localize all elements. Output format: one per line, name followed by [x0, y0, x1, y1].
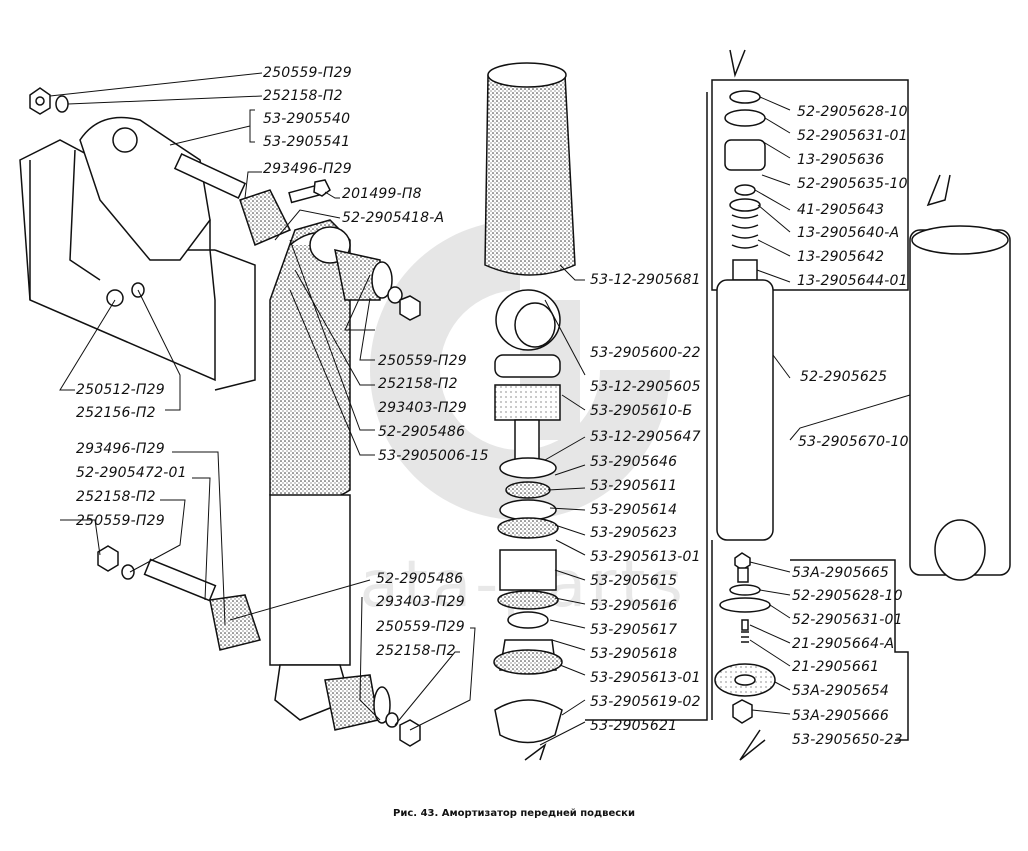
label-top-628: 52-2905628-10: [797, 104, 908, 120]
label-center-cushion: 293403-П29: [378, 400, 467, 416]
label-rod-610: 53-2905610-Б: [590, 403, 693, 419]
label-rod-618: 53-2905618: [590, 646, 678, 662]
upper-bracket: [69, 116, 211, 281]
label-valve-assembly: 53-2905650-23: [792, 732, 903, 748]
upper-nut: [29, 87, 69, 115]
label-lower-sleeve: 52-2905486: [376, 571, 464, 587]
label-shock-assembly: 53-2905006-15: [378, 448, 489, 464]
label-reservoir: 53-2905670-10: [798, 434, 909, 450]
lower-pin-left: [97, 545, 261, 651]
label-top-635: 52-2905635-10: [797, 176, 908, 192]
label-valve-631: 52-2905631-01: [792, 612, 903, 628]
label-valve-654: 53А-2905654: [792, 683, 889, 699]
label-top-644: 13-2905644-01: [797, 273, 908, 289]
label-center-sleeve: 52-2905486: [378, 424, 466, 440]
cylinder-assembly: [711, 79, 909, 541]
label-center-nut: 250559-П29: [378, 353, 467, 369]
dust-cover: [484, 62, 576, 276]
label-bracket-540: 53-2905540: [263, 111, 351, 127]
label-rod-613-a: 53-2905613-01: [590, 549, 701, 565]
label-rod-613-b: 53-2905613-01: [590, 670, 701, 686]
label-rod-623: 53-2905623: [590, 525, 678, 541]
label-rod-617: 53-2905617: [590, 622, 678, 638]
label-rod-assembly: 53-2905600-22: [590, 345, 701, 361]
figure-caption: Рис. 43. Амортизатор передней подвески: [393, 808, 635, 819]
label-lower-washer: 252158-П2: [76, 489, 156, 505]
label-lower-right-washer: 252158-П2: [376, 643, 456, 659]
lower-bushing-right: [324, 674, 421, 747]
label-top-640: 13-2905640-А: [797, 225, 900, 241]
bolt-201499: [288, 179, 331, 204]
label-rod-646: 53-2905646: [590, 454, 678, 470]
label-top-631: 52-2905631-01: [797, 128, 908, 144]
label-rod-647: 53-12-2905647: [590, 429, 701, 445]
compression-valve: [711, 540, 909, 741]
label-lower-nut: 250559-П29: [76, 513, 165, 529]
label-lower-pin: 293496-П29: [76, 441, 165, 457]
outer-reservoir: [909, 225, 1011, 581]
label-cylinder: 52-2905625: [800, 369, 888, 385]
label-valve-661: 21-2905661: [792, 659, 880, 675]
label-valve-666: 53А-2905666: [792, 708, 889, 724]
label-top-636: 13-2905636: [797, 152, 885, 168]
label-rod-615: 53-2905615: [590, 573, 678, 589]
leader-lines: [49, 72, 911, 746]
piston-rod: [493, 289, 563, 744]
label-top-643: 41-2905643: [797, 202, 885, 218]
label-rod-619: 53-2905619-02: [590, 694, 701, 710]
label-valve-664: 21-2905664-А: [792, 636, 895, 652]
watermark-text: data-parts: [315, 548, 687, 622]
label-top-642: 13-2905642: [797, 249, 885, 265]
label-valve-665: 53А-2905665: [792, 565, 889, 581]
label-upper-nut: 250559-П29: [263, 65, 352, 81]
label-dust-cover: 53-12-2905681: [590, 272, 701, 288]
label-frame-nut: 250512-П29: [76, 382, 165, 398]
label-lower-cushion: 293403-П29: [376, 594, 465, 610]
upper-pin: [173, 152, 292, 247]
label-bracket-541: 53-2905541: [263, 134, 351, 150]
label-center-washer: 252158-П2: [378, 376, 458, 392]
label-lower-right-nut: 250559-П29: [376, 619, 465, 635]
label-bolt: 201499-П8: [342, 186, 422, 202]
label-rod-611: 53-2905611: [590, 478, 678, 494]
label-rod-621: 53-2905621: [590, 718, 678, 734]
label-upper-pin: 293496-П29: [263, 161, 352, 177]
label-frame-washer: 252156-П2: [76, 405, 156, 421]
label-lower-pin-472: 52-2905472-01: [76, 465, 187, 481]
label-rod-605: 53-12-2905605: [590, 379, 701, 395]
label-rod-614: 53-2905614: [590, 502, 678, 518]
label-valve-628: 52-2905628-10: [792, 588, 903, 604]
label-bushing-418: 52-2905418-А: [342, 210, 445, 226]
label-upper-washer: 252158-П2: [263, 88, 343, 104]
label-rod-616: 53-2905616: [590, 598, 678, 614]
